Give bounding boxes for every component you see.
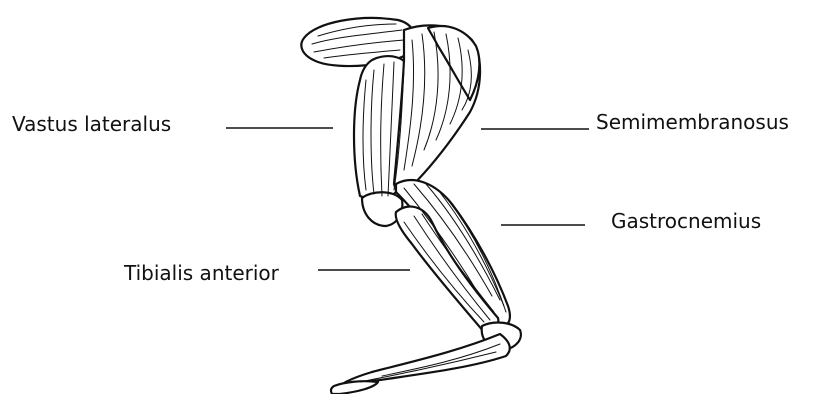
label-tibialis-anterior: Tibialis anterior <box>124 261 279 285</box>
label-vastus-lateralus: Vastus lateralus <box>12 112 171 136</box>
foot-toe <box>331 381 378 394</box>
label-semimembranosus: Semimembranosus <box>596 110 789 134</box>
label-gastrocnemius: Gastrocnemius <box>611 209 761 233</box>
